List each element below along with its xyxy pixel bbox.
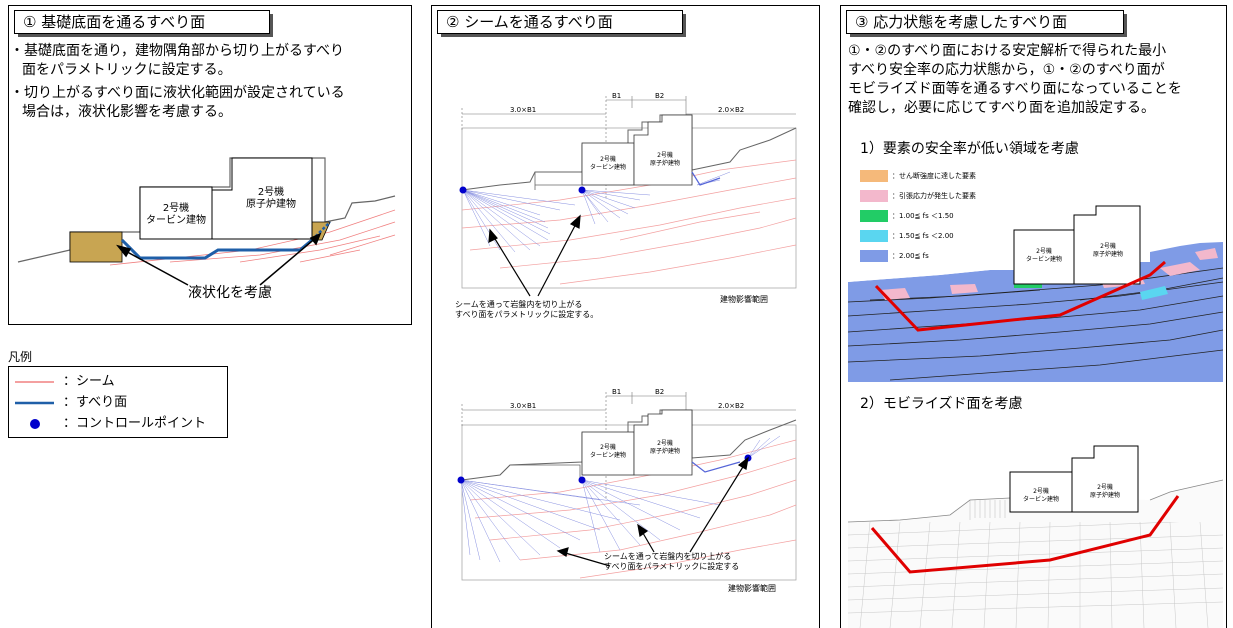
liquefaction-area-left: [69, 231, 123, 263]
legend-item-control-point: ：コントロールポイント: [63, 416, 207, 431]
safety-label-tension: ：引張応力が発生した要素: [892, 192, 976, 200]
legend-item-slip: ：すべり面: [63, 395, 128, 410]
safety-swatch-fs1: [860, 210, 888, 222]
panel3-top-reactor-label: 2号機 原子炉建物: [1092, 243, 1123, 258]
panel1-bullet1-line2: 面をパラメトリックに設定する。: [22, 62, 232, 78]
control-point: [578, 186, 586, 194]
panel3-sub2: 2）モビライズド面を考慮: [860, 396, 1023, 412]
panel3-bottom-turbine-label: 2号機 タービン建物: [1022, 488, 1059, 503]
legend-symbols: [15, 381, 54, 429]
panel3-para-line4: 確認し，必要に応じてすべり面を追加設定する。: [848, 100, 1156, 116]
panel2-bottom-dim-2: B1: [612, 388, 622, 396]
panel2-bottom-note: シームを通って岩盤内を切り上がる すべり面をパラメトリックに設定する: [604, 552, 740, 571]
panel3-title: ③ 応力状態を考慮したすべり面: [846, 10, 1127, 37]
panel2-bottom-turbine-label: 2号機 タービン建物: [589, 444, 626, 459]
legend-control-point: [30, 419, 40, 429]
panel-seam-slip: [431, 5, 820, 628]
panel1-bullet2-line2: 場合は，液状化影響を考慮する。: [22, 104, 232, 120]
panel2-top-dim-1: 3.0×B1: [510, 106, 537, 114]
panel2-top-note: シームを通って岩盤内を切り上がる すべり面をパラメトリックに設定する。: [455, 300, 599, 319]
panel3-para-line2: すべり安全率の応力状態から，①・②のすべり面が: [848, 62, 1165, 78]
safety-swatch-shear: [860, 170, 888, 182]
legend-item-seam: ：シーム: [63, 374, 115, 389]
panel3-para-line3: モビライズド面等を通るすべり面になっていることを: [848, 81, 1182, 97]
callout-arrows: [116, 232, 322, 286]
control-point: [457, 476, 465, 484]
safety-swatch-fs3: [860, 250, 888, 262]
turbine-building: [139, 186, 213, 240]
control-point: [459, 186, 467, 194]
panel1-diagram: [17, 157, 396, 286]
safety-swatch-tension: [860, 190, 888, 202]
legend-box: ：シーム ：すべり面 ：コントロールポイント: [8, 366, 228, 438]
panel1-bullet2-line1: ・切り上がるすべり面に液状化範囲が設定されている: [10, 85, 345, 101]
safety-label-fs1: ：1.00≦ fs ＜1.50: [892, 212, 954, 220]
control-point: [578, 476, 586, 484]
panel2-top-turbine-label: 2号機 タービン建物: [589, 156, 626, 171]
panel2-top-dim-3: B2: [655, 92, 665, 100]
panel2-top-dim-4: 2.0×B2: [718, 106, 745, 114]
panel3-bottom-reactor-label: 2号機 原子炉建物: [1089, 484, 1120, 499]
safety-label-fs2: ：1.50≦ fs ＜2.00: [892, 232, 954, 240]
legend-heading: 凡例: [8, 350, 33, 364]
panel2-bottom-range-label: 建物影響範囲: [728, 584, 776, 593]
panel2-bottom-reactor-label: 2号機 原子炉建物: [649, 440, 680, 455]
panel2-top-dim-2: B1: [612, 92, 622, 100]
panel3-sub1: 1）要素の安全率が低い領域を考慮: [860, 141, 1079, 157]
panel1-reactor-label: 2号機 原子炉建物: [246, 187, 296, 210]
panel2-top-range-label: 建物影響範囲: [720, 295, 768, 304]
panel3-top-turbine-label: 2号機 タービン建物: [1025, 248, 1062, 263]
panel2-top-reactor-label: 2号機 原子炉建物: [649, 152, 680, 167]
safety-label-shear: ：せん断強度に達した要素: [892, 172, 976, 180]
panel3-para-line1: ①・②のすべり面における安定解析で得られた最小: [848, 43, 1167, 59]
panel2-bottom-dim-1: 3.0×B1: [510, 402, 537, 410]
panel-foundation-slip: [8, 5, 412, 325]
safety-label-fs3: ：2.00≦ fs: [892, 252, 929, 260]
panel1-bullet1-line1: ・基礎底面を通り，建物隅角部から切り上がるすべり: [10, 43, 345, 59]
panel1-callout: 液状化を考慮: [188, 285, 272, 301]
panel2-bottom-dim-3: B2: [655, 388, 665, 396]
safety-swatch-fs2: [860, 230, 888, 242]
panel2-bottom-dim-4: 2.0×B2: [718, 402, 745, 410]
panel1-turbine-label: 2号機 タービン建物: [146, 203, 206, 226]
